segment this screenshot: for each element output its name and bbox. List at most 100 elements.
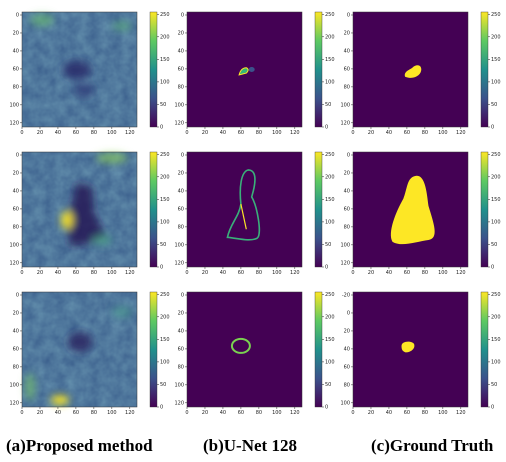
- y-tick-label: 60: [178, 206, 184, 212]
- colorbar-tick-label: 0: [160, 265, 163, 271]
- colorbar-tick-label: 100: [160, 79, 170, 85]
- x-tick-label: 40: [55, 410, 61, 416]
- colorbar-tick-label: 150: [491, 197, 501, 203]
- y-tick-label: 80: [344, 84, 350, 90]
- x-tick-label: 80: [256, 270, 262, 276]
- y-tick-label: 0: [181, 293, 184, 299]
- x-tick-label: 120: [125, 270, 135, 276]
- colorbar: [480, 151, 489, 268]
- colorbar: [314, 291, 323, 408]
- caption-unet-128: (b)U-Net 128: [203, 436, 297, 455]
- x-tick-label: 40: [55, 130, 61, 136]
- colorbar: [149, 151, 158, 268]
- y-tick-label: 120: [9, 260, 19, 266]
- y-tick-label: 120: [340, 120, 350, 126]
- segmentation-ring: [230, 337, 251, 354]
- y-tick-label: 80: [344, 382, 350, 388]
- x-tick-label: 60: [404, 270, 410, 276]
- y-tick-label: 40: [13, 188, 19, 194]
- colorbar-tick-label: 50: [325, 102, 331, 108]
- colorbar: [480, 11, 489, 128]
- colorbar: [149, 291, 158, 408]
- colorbar-tick-label: 50: [160, 102, 166, 108]
- colorbar: [480, 291, 489, 408]
- colorbar-tick-label: 100: [491, 79, 501, 85]
- x-tick-label: 20: [202, 130, 208, 136]
- colorbar-tick-label: 100: [325, 219, 335, 225]
- y-tick-label: 100: [174, 382, 184, 388]
- y-tick-label: 20: [178, 310, 184, 316]
- x-tick-label: 80: [422, 410, 428, 416]
- x-tick-label: 40: [220, 130, 226, 136]
- x-tick-label: 60: [73, 130, 79, 136]
- y-tick-label: 80: [13, 84, 19, 90]
- y-tick-label: 100: [174, 242, 184, 248]
- colorbar-tick-label: 150: [325, 197, 335, 203]
- y-tick-label: 0: [181, 13, 184, 19]
- y-tick-label: 40: [178, 188, 184, 194]
- panel-frame: [186, 151, 303, 268]
- x-tick-label: 0: [185, 410, 188, 416]
- y-tick-label: 100: [340, 102, 350, 108]
- x-tick-label: 60: [238, 270, 244, 276]
- x-tick-label: 120: [290, 270, 300, 276]
- panel-frame: [186, 11, 303, 128]
- y-tick-label: 60: [344, 206, 350, 212]
- x-tick-label: 120: [456, 410, 466, 416]
- heatmap-features: [25, 306, 132, 405]
- colorbar-tick-label: 100: [325, 359, 335, 365]
- x-tick-label: 0: [20, 270, 23, 276]
- colorbar-tick-label: 50: [491, 382, 497, 388]
- y-tick-label: 40: [178, 328, 184, 334]
- colorbar-tick-label: 200: [325, 314, 335, 320]
- colorbar-tick-label: 200: [491, 314, 501, 320]
- x-tick-label: 80: [256, 130, 262, 136]
- y-tick-label: 80: [178, 84, 184, 90]
- y-tick-label: 0: [16, 293, 19, 299]
- colorbar-tick-label: 250: [160, 152, 170, 158]
- x-tick-label: 80: [91, 270, 97, 276]
- panel-frame: [352, 151, 469, 268]
- x-tick-label: 100: [438, 270, 448, 276]
- x-tick-label: 100: [272, 410, 282, 416]
- y-tick-label: 100: [174, 102, 184, 108]
- y-tick-label: 40: [13, 328, 19, 334]
- x-tick-label: 80: [422, 130, 428, 136]
- segmentation-blob: [248, 67, 255, 72]
- y-tick-label: 120: [174, 120, 184, 126]
- y-tick-label: 60: [178, 346, 184, 352]
- colorbar-tick-label: 0: [491, 125, 494, 131]
- y-tick-label: 60: [13, 206, 19, 212]
- segmentation-background: [187, 152, 302, 267]
- y-tick-label: 40: [13, 48, 19, 54]
- x-tick-label: 20: [37, 130, 43, 136]
- x-tick-label: 80: [422, 270, 428, 276]
- y-tick-label: 120: [174, 400, 184, 406]
- y-tick-label: 60: [344, 66, 350, 72]
- colorbar-tick-label: 150: [160, 337, 170, 343]
- y-tick-label: 120: [9, 400, 19, 406]
- ground-truth-mask: [390, 175, 435, 245]
- y-tick-label: 20: [178, 30, 184, 36]
- x-tick-label: 20: [202, 410, 208, 416]
- y-tick-label: 100: [340, 242, 350, 248]
- segmentation-outline: [226, 169, 261, 241]
- heatmap-features: [30, 14, 132, 97]
- panel-frame: [352, 291, 469, 408]
- caption-proposed-method: (a)Proposed method: [6, 436, 153, 455]
- colorbar-tick-label: 200: [491, 174, 501, 180]
- x-tick-label: 40: [386, 270, 392, 276]
- y-tick-label: 20: [344, 328, 350, 334]
- colorbar-tick-label: 250: [325, 152, 335, 158]
- y-tick-label: 100: [340, 400, 350, 406]
- colorbar-tick-label: 200: [325, 174, 335, 180]
- x-tick-label: 0: [185, 130, 188, 136]
- colorbar-tick-label: 250: [325, 292, 335, 298]
- x-tick-label: 40: [386, 410, 392, 416]
- y-tick-label: 40: [178, 48, 184, 54]
- x-tick-label: 80: [91, 410, 97, 416]
- colorbar-tick-label: 250: [491, 292, 501, 298]
